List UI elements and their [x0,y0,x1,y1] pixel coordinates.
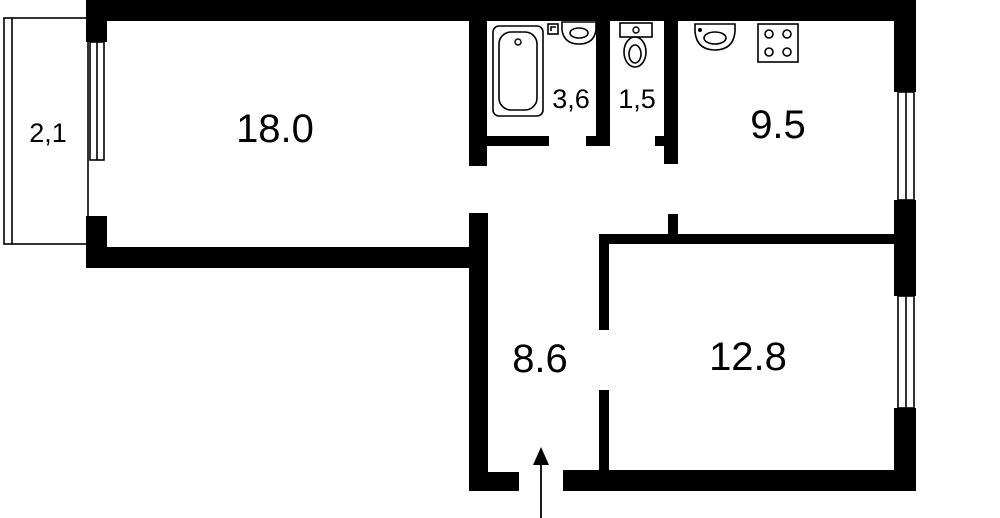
balcony-area: 2,1 [29,118,67,148]
top-wall [86,0,916,21]
bath-bottom-wall [469,136,549,146]
walls [86,0,916,491]
bathroom-area: 3,6 [552,84,590,114]
toilet-icon [619,22,653,68]
right-wall-top [894,0,916,92]
bedroom-left-wall-lower [599,390,609,490]
bath-toilet-partition [596,16,610,146]
windows [89,41,915,409]
toilet-kitchen-wall [664,16,678,164]
bedroom-area: 12.8 [709,335,787,379]
bath-left-wall [469,16,487,166]
right-wall-middle [894,200,916,296]
stove-icon [757,23,799,63]
kitchen-area: 9.5 [750,103,806,147]
living-bottom-wall [86,247,488,268]
bedroom-left-wall-upper [599,234,609,330]
living-room-area: 18.0 [236,107,314,151]
toilet-area: 1,5 [618,84,656,114]
kitchen-bottom-wall [599,234,899,244]
bottom-wall-right [563,470,916,491]
toilet-bottom-stub [655,136,678,146]
bath-bottom-stub [586,136,610,146]
bottom-wall-left [469,472,519,491]
left-wall-upper [86,0,107,42]
right-wall-bottom [894,408,916,491]
hallway-left-wall [469,213,488,491]
balcony-outline [3,17,89,245]
kitchen-stub [668,214,678,242]
bathtub-icon [492,25,544,117]
balcony [3,17,89,245]
interior-walls [469,16,899,490]
entrance-arrow-icon [533,447,549,518]
boiler-icon [547,23,559,35]
kitchen-sink-icon [694,23,736,51]
washbasin-icon [561,21,597,45]
hallway-area: 8.6 [512,337,568,381]
